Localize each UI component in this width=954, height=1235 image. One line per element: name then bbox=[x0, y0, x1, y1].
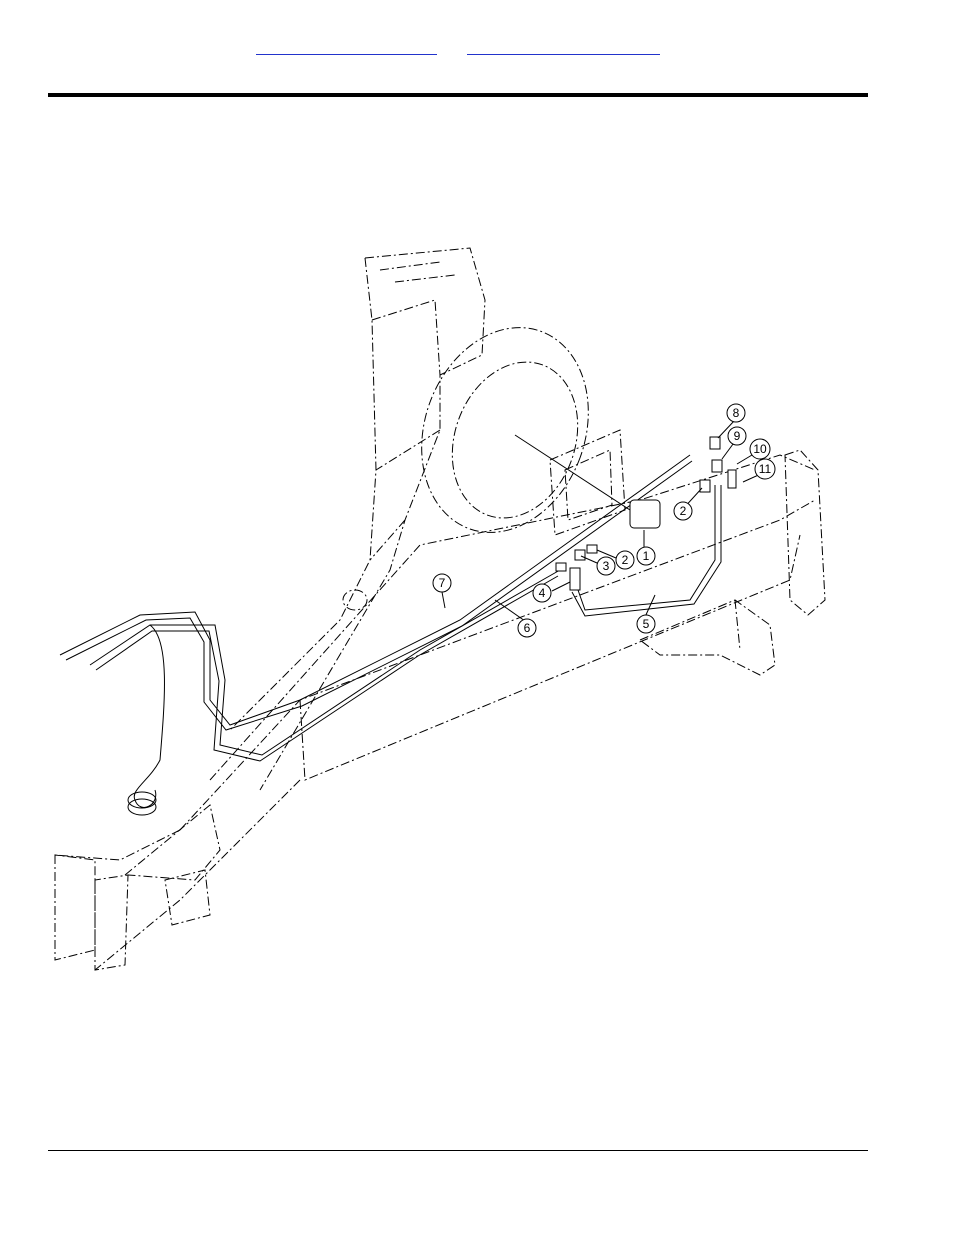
callout-5-label: 5 bbox=[643, 617, 650, 631]
callout-3-label: 3 bbox=[603, 559, 610, 573]
callout-11-label: 11 bbox=[759, 462, 772, 476]
callout-2a-label: 2 bbox=[680, 504, 687, 518]
footer-rule bbox=[48, 1150, 868, 1151]
callout-2b-label: 2 bbox=[622, 553, 629, 567]
hose-lines bbox=[60, 435, 721, 815]
fittings bbox=[556, 437, 736, 590]
frame-drawing bbox=[55, 248, 825, 970]
callout-4-label: 4 bbox=[539, 586, 546, 600]
callout-7-label: 7 bbox=[439, 576, 446, 590]
callout-9-label: 9 bbox=[734, 429, 741, 443]
callout-6-label: 6 bbox=[524, 621, 531, 635]
callout-10-label: 10 bbox=[753, 442, 767, 456]
callout-1-label: 1 bbox=[643, 549, 650, 563]
callout-8-label: 8 bbox=[733, 406, 740, 420]
